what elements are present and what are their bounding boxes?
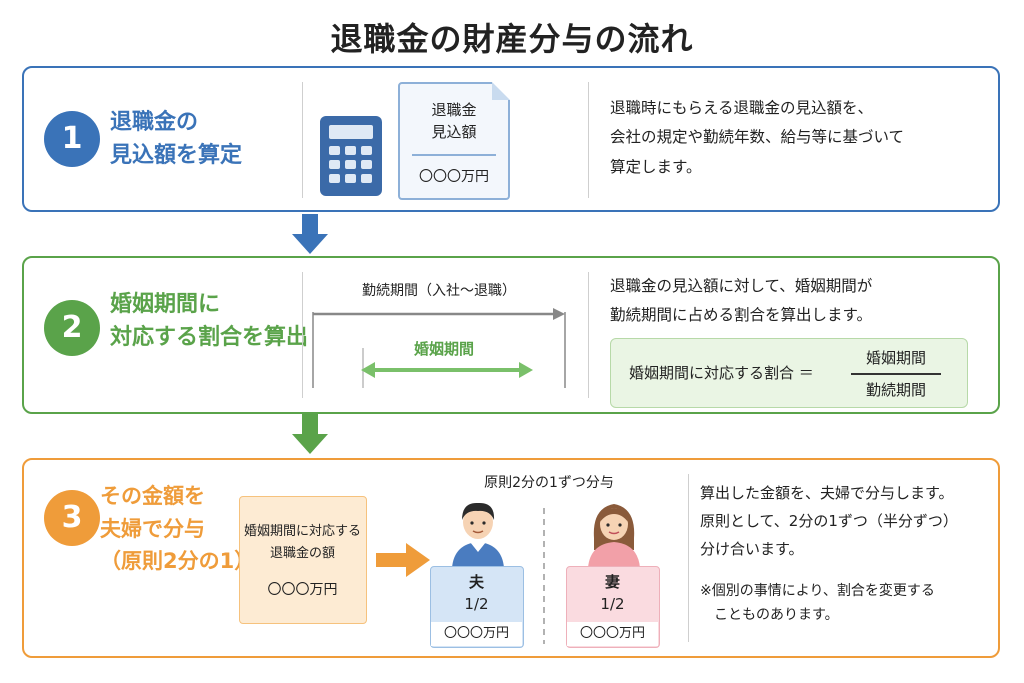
document-title: 退職金 見込額 [431, 101, 477, 141]
marriage-period-label: 婚姻期間 [413, 340, 474, 358]
husband-amount: 〇〇〇万円 [431, 622, 522, 646]
step1-description: 退職時にもらえる退職金の見込額を、 会社の規定や勤続年数、給与等に基づいて 算定… [610, 99, 905, 176]
husband-label: 夫 [468, 573, 484, 591]
husband-share-box: 夫 1/2 〇〇〇万円 [430, 566, 524, 648]
amount-box-value: 〇〇〇万円 [267, 582, 338, 598]
husband-fraction: 1/2 [464, 595, 489, 613]
wife-share-box: 妻 1/2 〇〇〇万円 [566, 566, 660, 648]
wife-amount: 〇〇〇万円 [567, 622, 658, 646]
husband-avatar-icon [452, 502, 504, 568]
step1-number-badge: 1 [44, 111, 100, 167]
divider [302, 272, 303, 398]
page-title: 退職金の財産分与の流れ [330, 20, 694, 58]
step3-heading: その金額を 夫婦で分与 （原則2分の1） [100, 484, 256, 574]
formula-denominator: 勤続期間 [865, 381, 926, 399]
divider [588, 82, 589, 198]
arrow-down-icon [292, 214, 328, 254]
divider [688, 474, 689, 642]
calculator-icon [320, 116, 382, 196]
step1-heading-line1: 退職金の [110, 110, 199, 135]
document-amount: 〇〇〇万円 [419, 169, 489, 185]
step3-number-badge: 3 [44, 490, 100, 546]
step3-note: ※個別の事情により、割合を変更する ことものあります。 [700, 583, 935, 623]
employment-period-label: 勤続期間（入社〜退職） [362, 283, 516, 299]
formula-lhs: 婚姻期間に対応する割合 ＝ [629, 364, 814, 382]
step2-heading: 婚姻期間に 対応する割合を算出 [110, 292, 309, 350]
ratio-formula-box: 婚姻期間に対応する割合 ＝ 婚姻期間 勤続期間 [610, 338, 968, 408]
dashed-divider [543, 508, 545, 644]
wife-fraction: 1/2 [600, 595, 625, 613]
period-timeline [312, 308, 566, 388]
step2-description: 退職金の見込額に対して、婚姻期間が 勤続期間に占める割合を算出します。 [610, 277, 873, 325]
step1-heading: 退職金の 見込額を算定 [110, 106, 242, 172]
wife-avatar-icon [588, 504, 640, 568]
divider [588, 272, 589, 398]
arrow-right-icon [376, 543, 430, 577]
wife-label: 妻 [604, 573, 620, 591]
arrow-down-icon [292, 414, 328, 454]
formula-numerator: 婚姻期間 [865, 349, 926, 367]
divider [302, 82, 303, 198]
step3-card: 3 その金額を 夫婦で分与 （原則2分の1） 婚姻期間に対応する 退職金の額 〇… [22, 458, 1000, 658]
split-rule-label: 原則2分の1ずつ分与 [484, 475, 614, 491]
step2-number-badge: 2 [44, 300, 100, 356]
estimate-document: 退職金 見込額 〇〇〇万円 [398, 82, 510, 200]
step1-heading-line2: 見込額を算定 [110, 143, 243, 168]
step2-card: 2 婚姻期間に 対応する割合を算出 勤続期間（入社〜退職） 婚姻期間 退職金の見… [22, 256, 1000, 414]
marital-portion-amount-box: 婚姻期間に対応する 退職金の額 〇〇〇万円 [239, 496, 367, 624]
step1-card: 1 退職金の 見込額を算定 退職金 見込額 〇〇〇万円 退職時にもらえる退職金の… [22, 66, 1000, 212]
step3-description: 算出した金額を、夫婦で分与します。 原則として、2分の1ずつ（半分ずつ） 分け合… [700, 484, 958, 558]
